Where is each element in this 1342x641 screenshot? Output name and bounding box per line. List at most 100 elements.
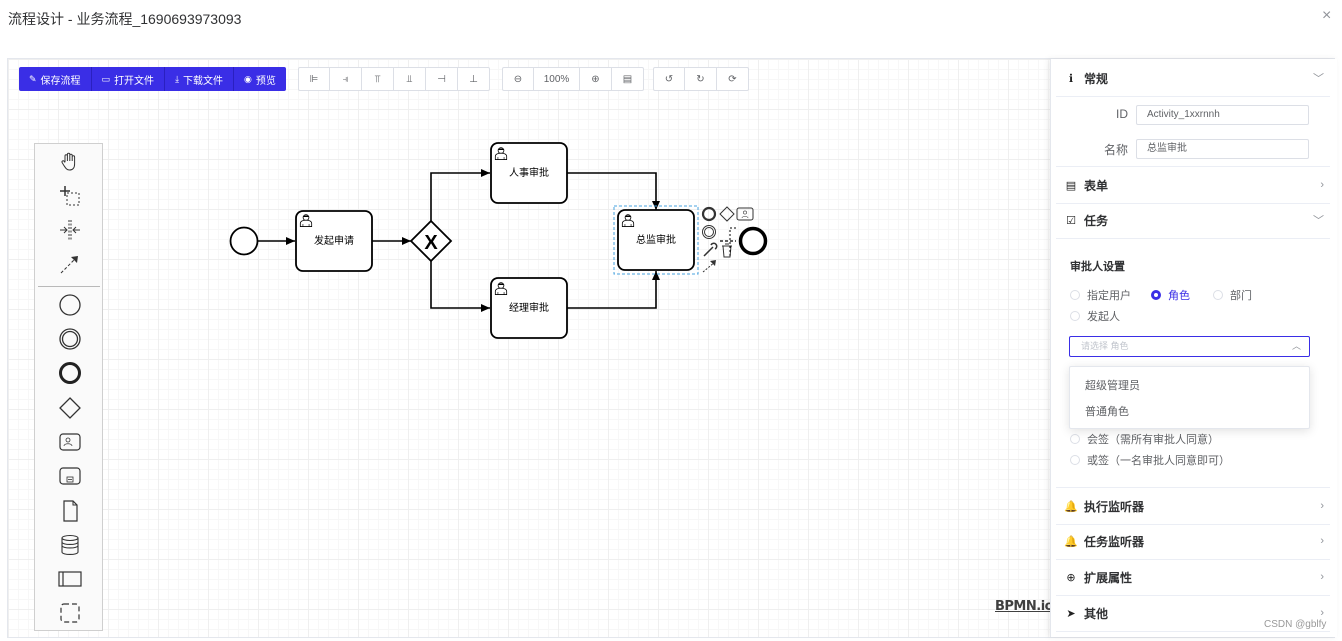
radio-initiator[interactable]: 发起人 xyxy=(1070,308,1120,324)
end-event-icon[interactable] xyxy=(35,358,104,388)
section-form[interactable]: ▤ 表单 › xyxy=(1056,166,1330,204)
append-intermediate-event-icon[interactable] xyxy=(702,225,716,239)
radio-label: 部门 xyxy=(1230,290,1252,302)
section-extension-properties-title: 扩展属性 xyxy=(1084,570,1133,585)
download-icon: ⤓ xyxy=(175,73,180,84)
wrench-icon[interactable] xyxy=(703,242,718,257)
section-extension-properties[interactable]: ⊕ 扩展属性 › xyxy=(1056,559,1330,596)
chevron-right-icon: › xyxy=(1320,500,1324,512)
pool-icon[interactable] xyxy=(35,564,104,594)
task-manager[interactable]: 经理审批 xyxy=(490,277,568,339)
save-process-button[interactable]: ✎保存流程 xyxy=(19,67,92,91)
data-object-icon[interactable] xyxy=(35,496,104,526)
history-group: ↺ ↻ ⟳ xyxy=(653,67,749,91)
open-file-button[interactable]: ▭打开文件 xyxy=(91,67,166,91)
start-event[interactable] xyxy=(229,226,259,256)
radio-label: 发起人 xyxy=(1087,311,1120,323)
task-hr[interactable]: 人事审批 xyxy=(490,142,568,204)
append-task-icon[interactable] xyxy=(736,207,754,221)
dropdown-item-normal-role[interactable]: 普通角色 xyxy=(1085,406,1129,418)
radio-role[interactable]: 角色 xyxy=(1151,287,1190,303)
section-task-listener[interactable]: 🔔 任务监听器 › xyxy=(1056,523,1330,560)
radio-specified-user[interactable]: 指定用户 xyxy=(1070,287,1131,303)
radio-countersign[interactable]: 会签（需所有审批人同意） xyxy=(1070,431,1219,447)
align-right-icon[interactable]: ⫣ xyxy=(330,67,362,91)
align-middle-icon[interactable]: ⊥ xyxy=(458,67,490,91)
section-task-listener-title: 任务监听器 xyxy=(1084,534,1145,549)
task-apply-label: 发起申请 xyxy=(314,234,354,247)
edit-icon: ✎ xyxy=(29,73,37,84)
radio-or-sign[interactable]: 或签（一名审批人同意即可） xyxy=(1070,452,1230,468)
chevron-up-icon: ︿ xyxy=(1291,341,1301,351)
zoom-out-icon[interactable]: ⊖ xyxy=(502,67,534,91)
task-icon: ☑ xyxy=(1066,214,1076,227)
element-palette xyxy=(34,143,103,631)
palette-divider xyxy=(38,286,100,287)
dropdown-item-super-admin[interactable]: 超级管理员 xyxy=(1085,380,1140,392)
section-task[interactable]: ☑ 任务 ﹀ xyxy=(1056,202,1330,239)
name-field[interactable]: 总监审批 xyxy=(1136,139,1309,159)
send-icon: ➤ xyxy=(1066,607,1076,620)
undo-icon[interactable]: ↺ xyxy=(653,67,685,91)
align-left-icon[interactable]: ⊫ xyxy=(298,67,330,91)
bell-icon: 🔔 xyxy=(1064,500,1078,513)
gateway-icon[interactable] xyxy=(35,393,104,423)
bell-icon: 🔔 xyxy=(1064,535,1078,548)
align-top-icon[interactable]: ⫪ xyxy=(362,67,394,91)
radio-dot xyxy=(1151,290,1161,300)
align-center-icon[interactable]: ⊣ xyxy=(426,67,458,91)
section-other[interactable]: ➤ 其他 › xyxy=(1056,595,1330,632)
save-process-label: 保存流程 xyxy=(40,75,81,87)
task-director[interactable]: 总监审批 xyxy=(613,205,699,275)
intermediate-event-icon[interactable] xyxy=(35,324,104,354)
exclusive-gateway[interactable]: X xyxy=(409,219,453,263)
redo-icon[interactable]: ↻ xyxy=(685,67,717,91)
lasso-tool-icon[interactable] xyxy=(35,181,104,211)
download-file-label: 下载文件 xyxy=(183,75,224,87)
role-select[interactable]: 请选择 角色 ︿ xyxy=(1069,336,1310,357)
preview-label: 预览 xyxy=(255,75,276,87)
task-apply[interactable]: 发起申请 xyxy=(295,210,373,272)
section-execution-listener[interactable]: 🔔 执行监听器 › xyxy=(1056,487,1330,525)
info-icon: ℹ xyxy=(1068,72,1074,85)
bpmn-io-logo[interactable]: BPMN.io xyxy=(995,599,1054,614)
fit-view-icon[interactable]: ▤ xyxy=(612,67,644,91)
approver-settings-title: 审批人设置 xyxy=(1070,261,1125,273)
connect-tool-icon[interactable] xyxy=(35,249,104,279)
radio-label: 指定用户 xyxy=(1087,290,1131,302)
chevron-right-icon: › xyxy=(1320,607,1324,619)
radio-dot xyxy=(1070,290,1080,300)
radio-label: 角色 xyxy=(1168,290,1190,302)
chevron-down-icon: ﹀ xyxy=(1313,73,1324,85)
plus-circle-icon: ⊕ xyxy=(1066,571,1076,584)
subprocess-icon[interactable] xyxy=(35,461,104,491)
zoom-group: ⊖ 100% ⊕ ▤ xyxy=(502,67,644,91)
space-tool-icon[interactable] xyxy=(35,215,104,245)
append-gateway-icon[interactable] xyxy=(719,206,735,222)
form-icon: ▤ xyxy=(1065,179,1077,192)
append-end-event-icon[interactable] xyxy=(701,206,717,222)
start-event-icon[interactable] xyxy=(35,290,104,320)
hand-tool-icon[interactable] xyxy=(35,147,104,177)
flow-hr-to-director xyxy=(567,172,660,210)
radio-dot xyxy=(1070,455,1080,465)
end-event[interactable] xyxy=(738,226,768,256)
section-other-title: 其他 xyxy=(1084,606,1109,621)
close-icon[interactable]: × xyxy=(1322,7,1332,24)
section-general[interactable]: ℹ 常规 ﹀ xyxy=(1056,60,1330,97)
zoom-in-icon[interactable]: ⊕ xyxy=(580,67,612,91)
radio-dot xyxy=(1070,434,1080,444)
download-file-button[interactable]: ⤓下载文件 xyxy=(165,67,235,91)
id-field[interactable]: Activity_1xxrnnh xyxy=(1136,105,1309,125)
align-bottom-icon[interactable]: ⫫ xyxy=(394,67,426,91)
radio-dot xyxy=(1070,311,1080,321)
preview-button[interactable]: ◉预览 xyxy=(234,67,286,91)
chevron-right-icon: › xyxy=(1320,179,1324,191)
file-actions-group: ✎保存流程 ▭打开文件 ⤓下载文件 ◉预览 xyxy=(19,67,286,91)
connect-arrow-icon[interactable] xyxy=(702,261,716,273)
gateway-mark: X xyxy=(424,232,438,254)
user-task-icon[interactable] xyxy=(35,427,104,457)
reset-icon[interactable]: ⟳ xyxy=(717,67,749,91)
data-store-icon[interactable] xyxy=(35,530,104,560)
radio-department[interactable]: 部门 xyxy=(1213,287,1252,303)
